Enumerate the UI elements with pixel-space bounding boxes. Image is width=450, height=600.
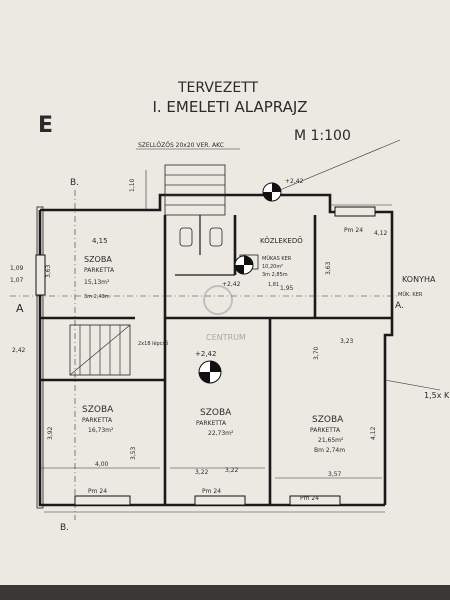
room-szoba-lower-right: SZOBA PARKETTA 21,65m² Bm 2,74m [310,415,345,454]
dim-label: 3,23 [340,338,354,345]
room-area: 16,73m² [88,427,114,434]
north-mark: E [38,113,53,138]
title-line-1: TERVEZETT [177,80,259,96]
dim-label: Pm 24 [202,488,221,495]
dim-label: 1,09 [10,265,24,272]
level-hall-label: +2,42 [195,350,216,358]
dim-label: Pm 24 [344,227,363,234]
dim-label: 3,63 [45,264,52,278]
scale-label: M 1:100 [294,128,351,144]
dimension-labels: 4,15 3,63 1,10 3,63 3,22 4,12 3,92 3,53 … [10,178,388,502]
vent-note: SZELLŐZŐS 20x20 VER. AKC [138,142,224,149]
leader-line-top [279,139,401,191]
room-floor: PARKETTA [82,417,113,424]
dim-label: 3,22 [195,469,209,476]
room-area: 15,13m² [84,279,110,286]
dim-label: 3,63 [325,261,332,275]
section-b-bottom: B. [60,523,69,533]
room-name: SZOBA [84,255,112,264]
watermark-text: CENTRUM [206,333,246,342]
dim-label: 3,22 [225,467,239,474]
level-center-label: +2,42 [222,281,241,288]
title-line-2: I. EMELETI ALAPRAJZ [152,98,307,116]
room-area: 10,20m² [262,264,283,270]
level-marker-center [234,255,254,275]
right-note: 1,5x KERA SERT VILÁ KIS [424,389,450,400]
room-szoba-lower-left: SZOBA PARKETTA 16,73m² [82,405,114,434]
dim-label: 2,42 [12,347,26,354]
level-marker-top [262,182,282,202]
room-name: SZOBA [312,415,344,425]
dimension-lines [40,170,392,513]
room-floor: PARKETTA [84,267,115,274]
dim-label: 1,81 [268,282,279,288]
section-b-top: B. [70,178,79,188]
stair-upper [164,164,226,216]
dim-label: 1,95 [280,285,294,292]
room-height: Bm 2,74m [314,447,345,454]
level-top-label: +2,42 [285,178,304,185]
dim-label: 3,53 [130,446,137,460]
windows [35,206,376,506]
room-szoba-upper-left: SZOBA PARKETTA 15,13m² 3m 2,43m [84,255,115,300]
room-konyha: KONYHA MŰK. KER [398,275,436,298]
dim-label: 4,12 [370,426,377,440]
dim-label: Pm 24 [88,488,107,495]
dim-label: 3,57 [328,471,342,478]
dim-label: 4,12 [374,230,388,237]
level-marker-hall [198,360,222,384]
paper-sheet [0,0,450,585]
section-a-left: A [16,302,24,315]
room-area: 21,65m² [318,437,344,444]
room-height: 3m 2,43m [84,294,110,300]
room-name: SZOBA [82,405,114,415]
dim-label: 1,07 [10,277,24,284]
table-edge [0,585,450,600]
room-kozlekedo: KÖZLEKEDŐ MŰKAS KER 10,20m² 3m 2,85m [260,236,303,278]
dim-label: 4,00 [95,461,109,468]
room-name: SZOBA [200,408,232,418]
room-floor: MŰK. KER [398,291,423,298]
room-szoba-middle: SZOBA PARKETTA 22,73m² [196,408,234,437]
leader-line-right [384,379,441,391]
dim-label: 4,15 [92,237,108,245]
room-height: 3m 2,85m [262,272,288,278]
room-name: KÖZLEKEDŐ [260,236,303,245]
room-name: KONYHA [402,275,436,284]
stair-lower [69,324,131,376]
room-floor: MŰKAS KER [262,255,292,262]
stair-note: 2x18 lépcső [138,340,168,347]
section-a-right: A. [395,301,404,311]
room-floor: PARKETTA [310,427,341,434]
room-floor: PARKETTA [196,420,227,427]
dim-label: 1,10 [129,178,136,192]
dim-label: 3,70 [313,346,320,360]
dim-label: Pm 24 [300,495,319,502]
room-area: 22,73m² [208,430,234,437]
watermark: CENTRUM [203,285,246,342]
dim-label: 3,92 [47,426,54,440]
